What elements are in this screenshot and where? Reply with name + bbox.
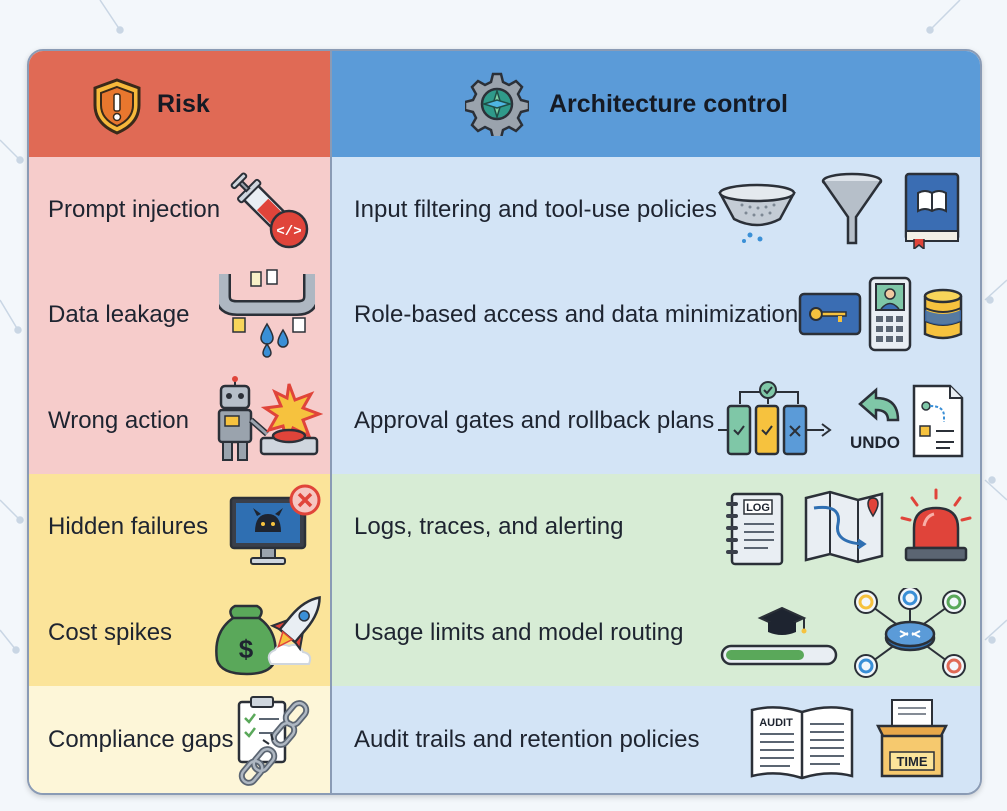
id-badge-icon [868,276,912,352]
rollback-plan-icon [912,384,964,458]
risk-label: Prompt injection [48,195,221,223]
audit-label: AUDIT [759,717,793,729]
audit-book-icon: AUDIT [750,706,854,780]
log-notebook-icon: LOG [726,492,784,566]
risk-cell: Cost spikes $ [29,580,332,686]
database-icon [923,288,963,340]
svg-text:$: $ [239,634,254,664]
risk-cell: Wrong action [29,368,332,474]
log-label: LOG [746,502,770,514]
time-label: TIME [896,754,927,769]
svg-text:</>: </> [276,224,301,240]
policy-book-icon [904,172,960,249]
syringe-code-icon: </> [230,172,309,249]
table-row: Wrong action Approval gates and rollback… [29,368,980,476]
risk-label: Wrong action [48,407,189,434]
table-row: Compliance gaps [29,686,980,793]
control-label: Audit trails and retention policies [354,725,700,753]
table-row: Hidden failures Logs, traces, and alerti… [29,474,980,582]
control-cell: Role-based access and data minimization [332,262,980,368]
broken-chain-checklist-icon [237,696,310,786]
header-risk-label: Risk [157,89,210,118]
leaking-pipe-icon [219,269,315,358]
undo-icon: UNDO [850,387,900,452]
gear-icon [465,72,529,136]
control-cell: Approval gates and rollback plans UNDO [332,368,980,474]
risk-label: Data leakage [48,301,190,328]
header-risk-cell: Risk [29,51,332,157]
funnel-icon [821,172,883,245]
trace-map-icon [804,490,884,564]
robot-button-icon [217,376,323,461]
control-label: Role-based access and data minimization [354,301,799,328]
risk-cell: Compliance gaps [29,686,332,793]
header-control-label: Architecture control [549,89,788,118]
control-label: Approval gates and rollback plans [354,407,715,434]
undo-label: UNDO [850,433,900,452]
time-box-icon: TIME [875,699,949,778]
sieve-icon [718,183,796,243]
control-cell: Logs, traces, and alerting LOG [332,474,980,580]
risk-cell: Hidden failures [29,474,332,580]
table-row: Cost spikes $ Usage limits and model rou… [29,580,980,688]
model-router-icon [854,588,966,678]
risk-label: Hidden failures [48,513,209,540]
control-label: Usage limits and model routing [354,619,684,646]
risk-label: Cost spikes [48,619,173,646]
risk-control-table: Risk Architecture control Prompt injecti… [27,49,982,795]
warning-shield-icon [93,78,141,135]
control-cell: Usage limits and model routing [332,580,980,686]
header-control-cell: Architecture control [332,51,980,157]
risk-cell: Data leakage [29,262,332,368]
risk-label: Compliance gaps [48,725,234,753]
alert-siren-icon [900,488,972,562]
usage-limit-bar-icon [720,606,838,666]
risk-cell: Prompt injection </> [29,157,332,262]
control-cell: Audit trails and retention policies AUDI… [332,686,980,793]
control-cell: Input filtering and tool-use policies [332,157,980,262]
monitor-bug-icon [229,484,321,565]
key-card-icon [798,292,862,336]
control-label: Logs, traces, and alerting [354,513,624,540]
table-header: Risk Architecture control [29,51,980,159]
approval-gates-icon [718,381,832,456]
table-row: Prompt injection </> Input filtering and… [29,157,980,264]
table-row: Data leakage Role-based access and data … [29,262,980,370]
money-rocket-icon: $ [215,595,321,676]
control-label: Input filtering and tool-use policies [354,195,717,223]
